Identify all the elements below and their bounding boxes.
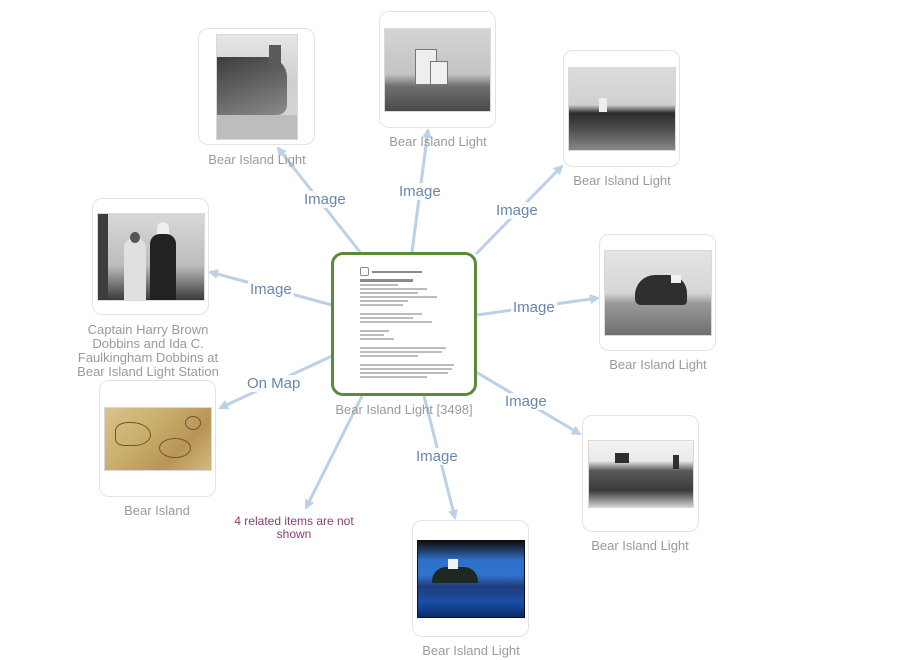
related-item-card[interactable] bbox=[99, 380, 216, 497]
photo-thumbnail bbox=[567, 66, 676, 151]
center-item-label[interactable]: Bear Island Light [3498] bbox=[335, 402, 473, 417]
edge-label: Image bbox=[494, 202, 540, 219]
edge-line bbox=[304, 395, 364, 510]
related-item-card[interactable] bbox=[563, 50, 680, 167]
edge-label: Image bbox=[397, 183, 443, 200]
related-item-caption[interactable]: Bear Island Light bbox=[591, 538, 689, 553]
photo-thumbnail bbox=[384, 27, 491, 112]
map-thumbnail bbox=[103, 406, 212, 471]
photo-thumbnail bbox=[416, 539, 525, 618]
edge-label: Image bbox=[302, 191, 348, 208]
document-thumbnail bbox=[360, 267, 456, 378]
edge-label: Image bbox=[503, 393, 549, 410]
related-item-caption[interactable]: Bear Island Light bbox=[389, 134, 487, 149]
related-item-caption[interactable]: Bear Island Light bbox=[609, 357, 707, 372]
edge-label: Image bbox=[511, 299, 557, 316]
related-item-caption[interactable]: Bear Island Light bbox=[573, 173, 671, 188]
related-item-caption[interactable]: Bear Island Light bbox=[208, 152, 306, 167]
related-item-card[interactable] bbox=[412, 520, 529, 637]
edge-label: On Map bbox=[245, 375, 303, 392]
related-item-caption[interactable]: Captain Harry Brown Dobbins and Ida C. F… bbox=[77, 322, 219, 379]
photo-thumbnail bbox=[96, 212, 205, 301]
related-item-card[interactable] bbox=[92, 198, 209, 315]
related-item-caption[interactable]: Bear Island Light bbox=[422, 643, 520, 658]
related-item-card[interactable] bbox=[198, 28, 315, 145]
related-item-card[interactable] bbox=[379, 11, 496, 128]
photo-thumbnail bbox=[603, 249, 712, 336]
hidden-items-note[interactable]: 4 related items are not shown bbox=[234, 514, 354, 541]
edge-label: Image bbox=[248, 281, 294, 298]
photo-thumbnail bbox=[587, 439, 694, 508]
related-item-caption[interactable]: Bear Island bbox=[124, 503, 190, 518]
edge-label: Image bbox=[414, 448, 460, 465]
related-item-card[interactable] bbox=[582, 415, 699, 532]
related-item-card[interactable] bbox=[599, 234, 716, 351]
center-item-card[interactable] bbox=[331, 252, 477, 396]
photo-thumbnail bbox=[215, 33, 298, 140]
